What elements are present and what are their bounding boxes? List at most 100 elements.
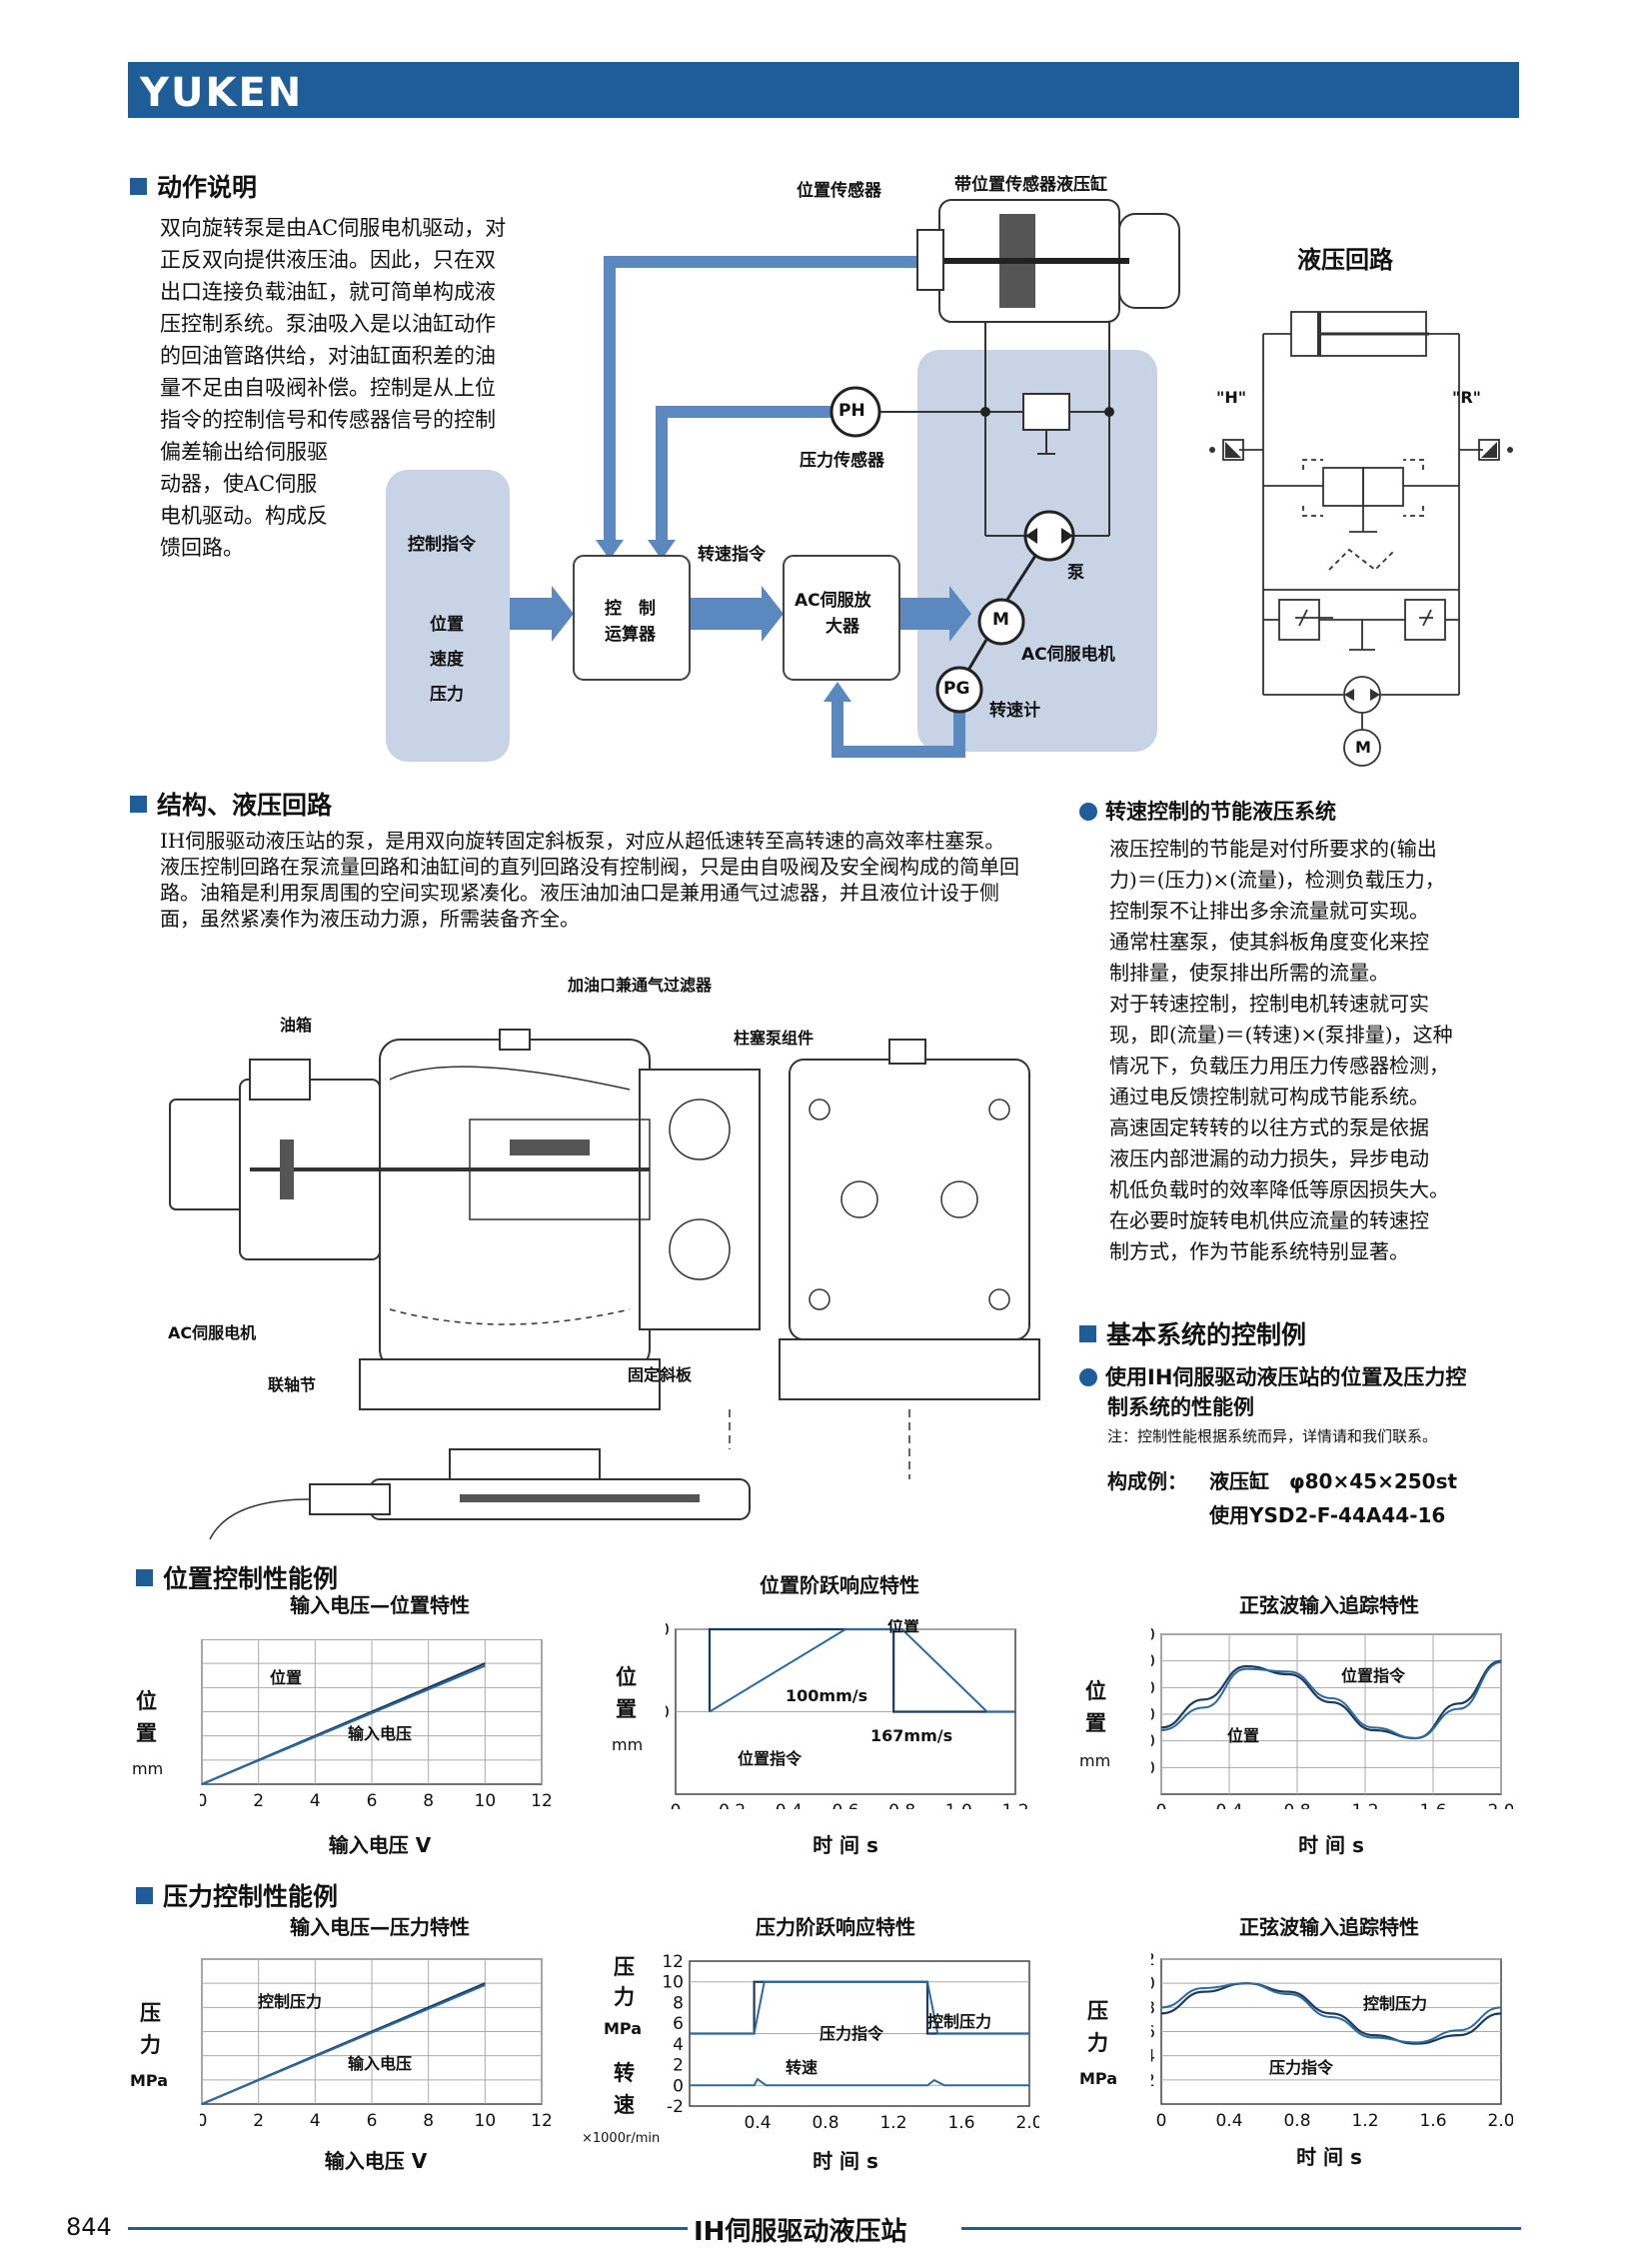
- footer-title: IH伺服驱动液压站: [694, 2217, 907, 2247]
- ph-icon: [829, 386, 881, 438]
- command-panel: [386, 470, 510, 762]
- series-label: 位置指令: [738, 1749, 803, 1768]
- chart5-title: 压力阶跃响应特性: [756, 1915, 915, 1939]
- chart3-yunit: mm: [1079, 1751, 1111, 1770]
- y-tick-label: 2: [1151, 2071, 1155, 2091]
- chart1-title: 输入电压—位置特性: [290, 1593, 470, 1617]
- tank-label: 油箱: [280, 1016, 313, 1035]
- chart2-plot: 00.20.40.60.81.01.250100位置指令位置100mm/s167…: [666, 1619, 1027, 1809]
- fill-filter-label: 加油口兼通气过滤器: [568, 976, 713, 995]
- x-tick-label: 2: [253, 1791, 264, 1809]
- x-tick-label: 2.0: [1487, 2111, 1513, 2129]
- x-tick-label: 0.8: [1283, 2111, 1310, 2129]
- footer-line-right: [961, 2227, 1521, 2230]
- position-performance-title: 位置控制性能例: [136, 1559, 338, 1595]
- annotation-label: 100mm/s: [786, 1686, 867, 1705]
- tachometer-label: 转速计: [989, 701, 1040, 721]
- speed-command-label: 转速指令: [698, 545, 766, 565]
- series-line: [201, 1984, 486, 2105]
- x-tick-label: 2: [253, 2111, 264, 2129]
- series-label: 压力指令: [1269, 2058, 1334, 2077]
- series-line: [1160, 1661, 1502, 1740]
- series-label: 位置指令: [1341, 1666, 1406, 1685]
- position-sensor-icon: [916, 229, 944, 291]
- x-tick-label: 1.2: [879, 2113, 906, 2131]
- position-label: 位置: [430, 615, 464, 635]
- hyd-motor-label: M: [1355, 738, 1371, 757]
- control-block-diagram: [386, 199, 1180, 762]
- chart2-ylabel-1: 位: [616, 1665, 637, 1689]
- chart6-ylabel-2: 力: [1087, 2031, 1108, 2055]
- x-tick-label: 2.0: [1015, 2113, 1039, 2131]
- control-command-label: 控制指令: [408, 535, 476, 555]
- chart4-ylabel-2: 力: [140, 2033, 161, 2057]
- x-tick-label: 0.4: [744, 2113, 771, 2131]
- chart6-xlabel: 时 间 s: [1296, 2145, 1362, 2169]
- series-label: 控制压力: [258, 1992, 322, 2011]
- amplifier-label-1: AC伺服放: [795, 591, 871, 611]
- chart3-xlabel: 时 间 s: [1298, 1833, 1364, 1857]
- y-tick-label: 0: [673, 2076, 684, 2096]
- example-line-1: 液压缸 φ80×45×250st: [1209, 1469, 1458, 1493]
- series-line: [690, 1980, 1029, 2035]
- hyd-r-label: "R": [1452, 388, 1481, 407]
- y-tick-label: 60: [1151, 1705, 1155, 1725]
- controller-label-1: 控 制: [605, 599, 656, 619]
- y-tick-label: 12: [662, 1952, 684, 1972]
- y-tick-label: 50: [666, 1703, 670, 1723]
- example-line-2: 使用YSD2-F-44A44-16: [1209, 1503, 1446, 1527]
- series-label: 转速: [786, 2058, 818, 2077]
- x-tick-label: 12: [531, 1791, 553, 1809]
- series-line: [1160, 1982, 1502, 2045]
- footer-line-left: [128, 2227, 688, 2230]
- chart5-yunit: MPa: [604, 2019, 643, 2038]
- chart1-yunit: mm: [132, 1759, 164, 1778]
- controller-block: [573, 555, 691, 681]
- x-tick-label: 0: [1156, 1801, 1167, 1809]
- chart2-title: 位置阶跃响应特性: [760, 1573, 919, 1597]
- x-tick-label: 0.2: [719, 1801, 746, 1809]
- arrow-icon: [596, 540, 624, 560]
- x-tick-label: 0.8: [888, 1801, 915, 1809]
- square-bullet-icon: [136, 1569, 153, 1586]
- y-tick-label: 4: [1151, 2047, 1155, 2067]
- x-tick-label: 4: [310, 2111, 321, 2129]
- hydraulic-circuit-title: 液压回路: [1297, 246, 1393, 274]
- x-tick-label: 0.6: [831, 1801, 858, 1809]
- energy-saving-text: 液压控制的节能是对付所要求的(输出力)＝(压力)×(流量)，检测负载压力，控制泵…: [1109, 837, 1453, 1263]
- chart3-plot: 00.40.81.21.62.020406080100120位置指令位置: [1151, 1625, 1513, 1809]
- pg-icon: [935, 666, 983, 714]
- chart5-ylabel-2: 力: [614, 1985, 635, 2009]
- speed-label: 速度: [430, 650, 464, 670]
- series-label: 控制压力: [927, 2012, 991, 2031]
- yuken-logo: YUKEN: [140, 70, 304, 116]
- chart5-ylabel-1: 压: [614, 1955, 635, 1979]
- chart1-plot: 02468101220406080100120位置输入电压: [200, 1639, 553, 1809]
- chart3-title: 正弦波输入追踪特性: [1239, 1593, 1419, 1617]
- y-tick-label: 100: [1151, 1652, 1155, 1672]
- arrow-icon: [648, 540, 676, 560]
- position-feedback-line: [604, 256, 934, 540]
- pump-label: 泵: [1067, 563, 1084, 583]
- square-bullet-icon: [136, 1887, 153, 1904]
- x-tick-label: 2.0: [1487, 1801, 1513, 1809]
- chart6-ylabel-1: 压: [1087, 1999, 1108, 2023]
- chart3-ylabel-2: 置: [1085, 1711, 1106, 1735]
- y-tick-label: 20: [1151, 1758, 1155, 1778]
- square-bullet-icon: [130, 178, 147, 195]
- servo-motor-part-label: AC伺服电机: [168, 1323, 257, 1342]
- performance-note: 注：控制性能根据系统而异，详情请和我们联系。: [1107, 1427, 1438, 1445]
- arrow-icon: [510, 586, 574, 642]
- y-tick-label: 6: [1151, 2023, 1155, 2043]
- header-band: [128, 62, 1519, 118]
- square-bullet-icon: [1079, 1325, 1096, 1342]
- series-line: [709, 1628, 1015, 1713]
- series-line: [1160, 1982, 1502, 2044]
- energy-saving-title: 转速控制的节能液压系统: [1079, 796, 1336, 826]
- series-line: [201, 1664, 486, 1785]
- operation-text: 双向旋转泵是由AC伺服电机驱动，对正反双向提供液压油。因此，只在双出口连接负载油…: [160, 216, 507, 560]
- series-label: 控制压力: [1363, 1994, 1427, 2013]
- structure-text: IH伺服驱动液压站的泵，是用双向旋转固定斜板泵，对应从超低速转至高转速的高效率柱…: [160, 829, 1019, 931]
- chart6-plot: 00.40.81.21.62.024681012控制压力压力指令: [1151, 1950, 1513, 2129]
- series-label: 位置: [887, 1619, 919, 1635]
